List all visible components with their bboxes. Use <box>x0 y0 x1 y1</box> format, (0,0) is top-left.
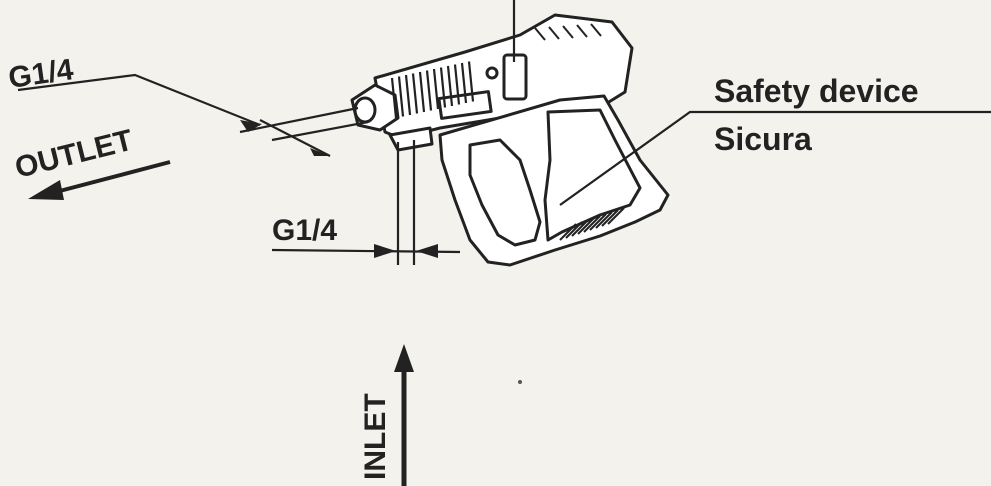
grip-rib <box>559 223 577 241</box>
barrel-rib <box>432 68 440 110</box>
grip-rib <box>601 209 619 227</box>
grip-rib <box>583 215 601 233</box>
top-rib <box>562 25 574 39</box>
outlet-thread-leader <box>17 73 261 127</box>
body-screw <box>485 66 499 80</box>
inlet-dim-arrow-right <box>416 244 438 258</box>
barrel-rib <box>460 62 468 104</box>
handle-ribbing <box>534 23 625 241</box>
top-rib <box>548 26 560 40</box>
grip-rib <box>577 217 595 235</box>
barrel-rib <box>404 74 412 116</box>
grip-rib <box>571 219 589 237</box>
barrel-rib <box>411 73 419 114</box>
grip-rib <box>565 221 583 239</box>
barrel-ribbing <box>390 61 475 119</box>
inlet-arrow <box>394 344 414 486</box>
safety-device-label-it: Sicura <box>714 121 812 157</box>
outlet-dim-tick <box>259 119 331 157</box>
spray-gun <box>350 13 670 267</box>
barrel-rib <box>425 70 433 111</box>
inlet-boss <box>388 126 434 152</box>
barrel-rib <box>439 67 447 108</box>
safety-device-label: Safety device <box>714 73 919 109</box>
barrel-rib <box>453 64 461 105</box>
trigger-lever <box>543 108 642 242</box>
grip-rib <box>595 211 613 229</box>
grip-rib <box>607 207 625 225</box>
barrel-rib <box>467 61 475 102</box>
outlet-dim-line-2 <box>271 120 369 142</box>
barrel-rib <box>397 76 405 117</box>
outlet-dim-arrow-2 <box>310 148 330 156</box>
barrel-rib <box>390 77 398 119</box>
top-rib <box>590 23 602 37</box>
outlet-dim-line-1 <box>239 106 359 134</box>
barrel-rib <box>418 71 426 113</box>
grip-rib <box>589 213 607 231</box>
inlet-dim-arrow-left <box>374 244 396 258</box>
print-speck <box>518 380 522 384</box>
barrel-rib <box>446 65 454 107</box>
inlet-label: INLET <box>359 393 392 480</box>
outlet-thread-label: G1/4 <box>6 53 75 95</box>
handle-grip-opening <box>468 138 542 247</box>
top-rib <box>576 24 588 38</box>
outlet-hole <box>353 96 377 124</box>
inlet-thread-label: G1/4 <box>272 214 337 247</box>
outlet-arrow <box>28 160 171 200</box>
safety-device-leader <box>559 110 991 206</box>
outlet-dim-arrow-1 <box>240 120 262 132</box>
top-rib <box>534 27 546 41</box>
